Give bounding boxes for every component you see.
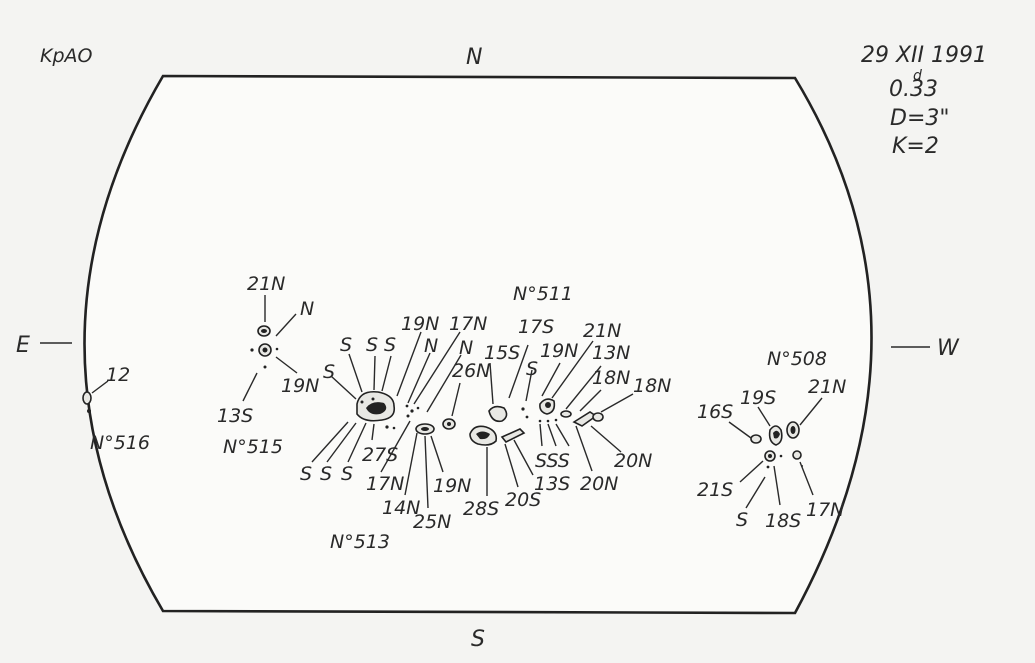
label-19N-513: 19N (401, 313, 439, 335)
date-label: 29 XII 1991 (861, 43, 987, 68)
observatory-label: KpAO (40, 45, 93, 67)
label-20N-a: 20N (614, 450, 652, 472)
time-superscript: d (913, 68, 922, 84)
label-S-513-b2: S (320, 463, 332, 485)
label-27S: 27S (362, 444, 398, 466)
group-516-label: N°516 (90, 432, 150, 454)
label-S-513-3: S (366, 334, 378, 356)
compass-east: E (16, 333, 30, 358)
label-17N-513: 17N (449, 313, 487, 335)
label-18N-b: 18N (633, 375, 671, 397)
group-516-spots (82, 380, 109, 413)
label-16S: 16S (697, 401, 733, 423)
label-21N-515: 21N (247, 273, 285, 295)
label-19N-511: 19N (540, 340, 578, 362)
label-S-513-4: S (384, 334, 396, 356)
solar-disk-frame (83, 74, 873, 615)
label-20N-b: 20N (580, 473, 618, 495)
group-508-spots (728, 397, 823, 509)
label-19N-515: 19N (281, 375, 319, 397)
label-SSS-513: S (300, 463, 312, 485)
label-17S: 17S (518, 316, 554, 338)
label-S-513-b3: S (341, 463, 353, 485)
label-21S: 21S (697, 479, 733, 501)
compass-north: N (466, 45, 482, 70)
label-19S: 19S (740, 387, 776, 409)
label-13S-515: 13S (217, 405, 253, 427)
group-513-label: N°513 (330, 531, 390, 553)
label-17N-513-b: 17N (366, 473, 404, 495)
label-13S-511: 13S (534, 473, 570, 495)
label-14N: 14N (382, 497, 420, 519)
label-25N: 25N (413, 511, 451, 533)
quality-label: K=2 (892, 134, 939, 159)
label-SSS-511: SSS (535, 450, 570, 472)
group-508-label: N°508 (767, 348, 827, 370)
label-12: 12 (106, 364, 130, 386)
label-17N-508: 17N (806, 499, 844, 521)
label-S-513-1: S (323, 361, 335, 383)
label-21N-508: 21N (808, 376, 846, 398)
label-20S: 20S (505, 489, 541, 511)
label-N-515: N (300, 298, 314, 320)
label-18N-a: 18N (592, 367, 630, 389)
label-S-513-2: S (340, 334, 352, 356)
group-511-label: N°511 (513, 283, 573, 305)
compass-south: S (471, 627, 485, 652)
group-515-label: N°515 (223, 436, 283, 458)
label-21N-511: 21N (583, 320, 621, 342)
label-N-513-a: N (424, 335, 438, 357)
label-S-511: S (526, 358, 538, 380)
group-515-spots (242, 295, 298, 402)
group-513-spots (311, 331, 462, 509)
group-511-spots (469, 340, 634, 496)
label-15S: 15S (484, 342, 520, 364)
compass-west: W (937, 336, 960, 361)
label-28S: 28S (463, 498, 499, 520)
label-26N: 26N (452, 360, 490, 382)
label-19N-513-b: 19N (433, 475, 471, 497)
time-label: 0.33 (889, 77, 938, 102)
label-N-513-b: N (459, 337, 473, 359)
label-S-508: S (736, 509, 748, 531)
label-13N: 13N (592, 342, 630, 364)
diameter-label: D=3" (890, 106, 950, 131)
label-18S: 18S (765, 510, 801, 532)
